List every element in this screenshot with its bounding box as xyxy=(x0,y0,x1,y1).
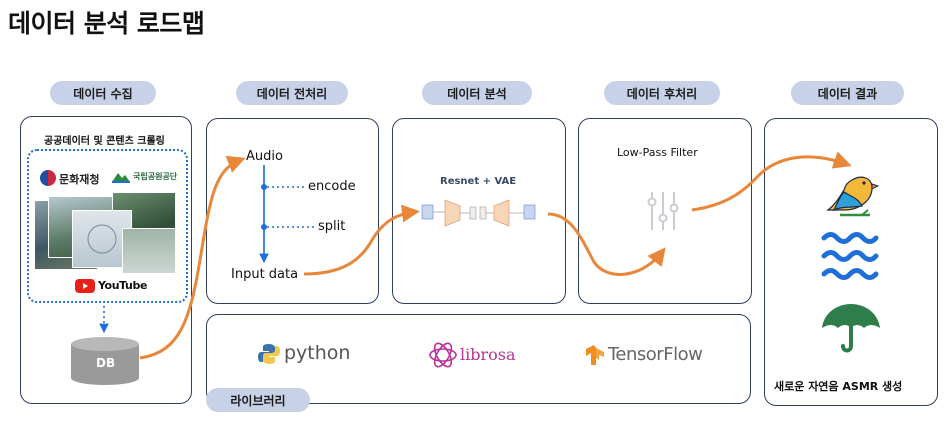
database-icon xyxy=(70,336,140,386)
logo2-label: 국립공원공단 xyxy=(133,172,178,181)
resnet-vae-architecture-diagram xyxy=(420,196,546,230)
result-caption: 새로운 자연음 ASMR 생성 xyxy=(774,380,903,393)
water-waves-icon xyxy=(820,230,880,284)
page-title: 데이터 분석 로드맵 xyxy=(8,9,205,38)
audio-label: Audio xyxy=(246,149,283,164)
bird-icon xyxy=(822,170,880,220)
db-label: DB xyxy=(96,356,116,370)
analysis-panel xyxy=(392,118,566,304)
tensorflow-label: TensorFlow xyxy=(608,344,703,365)
logo1-label: 문화재청 xyxy=(59,173,100,186)
cultural-heritage-logo-icon xyxy=(40,170,56,186)
python-logo-icon xyxy=(258,343,280,365)
encode-label: encode xyxy=(308,179,356,194)
collection-heading: 공공데이터 및 콘텐츠 크롤링 xyxy=(44,136,165,147)
umbrella-icon xyxy=(820,302,882,354)
stage-pill-analysis: 데이터 분석 xyxy=(422,81,532,105)
python-label: python xyxy=(284,342,351,364)
stage-pill-postprocessing: 데이터 후처리 xyxy=(604,81,720,105)
national-park-logo-icon xyxy=(112,170,130,183)
youtube-play-icon xyxy=(75,279,95,293)
nature-photo xyxy=(122,228,176,274)
libraries-pill: 라이브러리 xyxy=(206,388,310,412)
stage-pill-collection: 데이터 수집 xyxy=(50,81,156,105)
stage-pill-result: 데이터 결과 xyxy=(791,81,904,105)
split-label: split xyxy=(318,219,346,234)
model-label: Resnet + VAE xyxy=(440,176,517,187)
equalizer-slider-icon xyxy=(640,190,686,232)
youtube-label: YouTube xyxy=(98,279,148,292)
filter-label: Low-Pass Filter xyxy=(617,146,698,159)
tensorflow-logo-icon xyxy=(585,344,605,366)
librosa-logo-icon xyxy=(428,340,458,370)
input-data-label: Input data xyxy=(231,267,299,282)
librosa-label: librosa xyxy=(460,345,516,364)
stage-pill-preprocessing: 데이터 전처리 xyxy=(236,81,348,105)
